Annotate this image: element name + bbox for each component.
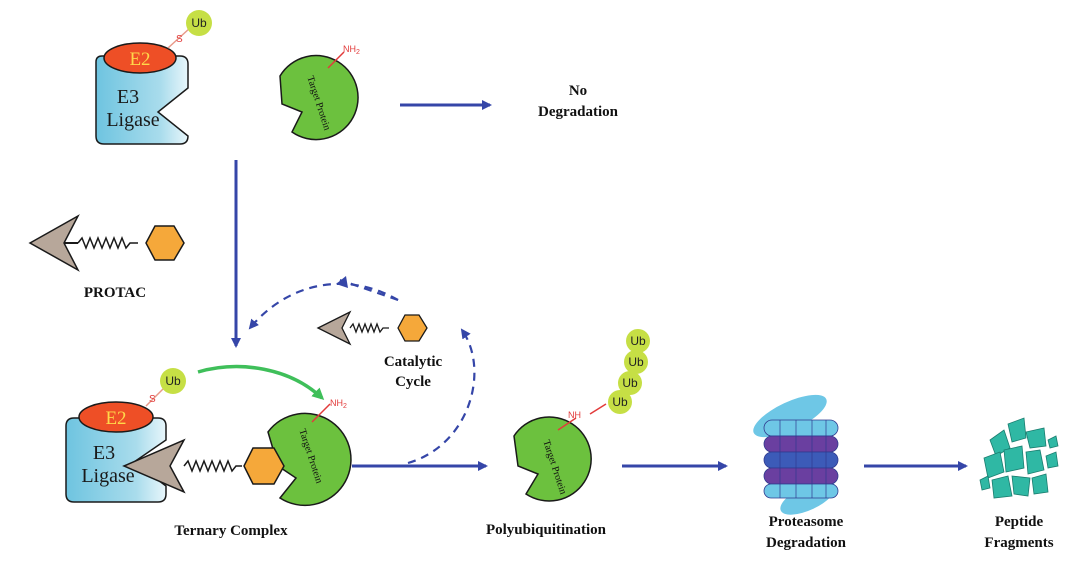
ternary-e3-label-line2: Ligase (81, 465, 134, 487)
e2-label: E2 (129, 49, 150, 70)
target-protein-shape (279, 54, 359, 141)
e3-label-line2: Ligase (106, 109, 159, 131)
poly-ub-1-label: Ub (612, 395, 628, 409)
ternary-e2-enzyme (78, 401, 154, 433)
catalytic-arrow-return (248, 282, 399, 330)
proteasome-ring-4 (763, 467, 839, 485)
top-target-protein: NH2 Target Protein (279, 44, 360, 141)
released-linker (349, 322, 389, 334)
catalytic-label-line2: Cycle (395, 374, 431, 390)
poly-ub-3-label: Ub (628, 355, 644, 369)
peptide-label-line2: Fragments (984, 535, 1053, 551)
nh2-linker (327, 51, 345, 69)
ternary-nh2-linker (311, 403, 331, 423)
top-e3-ligase-complex: E3 Ligase E2 S Ub (95, 10, 212, 145)
protac-molecule (28, 214, 185, 272)
ternary-s-label: S (149, 394, 156, 405)
fragment-6 (1025, 449, 1045, 475)
ternary-complex: E3 Ligase E2 S Ub NH2 Target Protein (65, 368, 352, 507)
proteasome-label-line1: Proteasome (769, 514, 844, 530)
ternary-ub-label: Ub (165, 374, 181, 388)
ternary-nh2-label: NH2 (330, 398, 347, 410)
released-protac (316, 310, 428, 346)
no-degradation-label-line2: Degradation (538, 104, 619, 120)
fragment-3 (1025, 427, 1047, 449)
fragment-4 (983, 451, 1005, 479)
ternary-e3-label-line1: E3 (93, 442, 115, 464)
ternary-thioester-bond (145, 387, 165, 407)
catalytic-arrowhead (336, 276, 348, 288)
polyubiquitination-label: Polyubiquitination (486, 522, 607, 538)
ternary-complex-label: Ternary Complex (174, 523, 288, 539)
catalytic-label-line1: Catalytic (384, 354, 443, 370)
poly-target-protein (513, 416, 592, 502)
poly-ub-4 (626, 329, 650, 353)
proteasome-subunit-lines (779, 420, 827, 498)
ternary-ligand (243, 447, 285, 485)
ub-label: Ub (191, 16, 207, 30)
poly-nh-linker (557, 417, 577, 431)
fragment-12 (1047, 435, 1059, 449)
e3-ligase-shape (95, 55, 189, 145)
e2-enzyme (103, 42, 177, 74)
s-label: S (176, 34, 183, 45)
no-degradation-label-line1: No (569, 83, 587, 99)
poly-ub-2-label: Ub (622, 376, 638, 390)
poly-ub-linker (589, 403, 607, 415)
proteasome-label-line2: Degradation (766, 535, 847, 551)
proteasome-ring-1 (763, 419, 839, 437)
polyubiquitinated-target: Target Protein NH Ub Ub Ub Ub (513, 329, 650, 502)
fragment-8 (1011, 475, 1031, 497)
ub-transfer-arrow (197, 364, 325, 401)
fragment-11 (979, 475, 991, 491)
ternary-ub-protein (160, 368, 186, 394)
released-warhead (316, 310, 352, 346)
ternary-linker (183, 458, 242, 474)
ub-protein (186, 10, 212, 36)
peptide-fragments (979, 417, 1059, 499)
catalytic-arrow-up (407, 328, 476, 465)
released-ligand (397, 314, 428, 342)
poly-ub-1 (608, 390, 632, 414)
fragment-2 (1007, 417, 1027, 443)
fragment-9 (1031, 473, 1049, 495)
poly-nh-label: NH (568, 410, 581, 420)
proteasome-ring-5 (763, 483, 839, 499)
ternary-e2-label: E2 (105, 408, 126, 429)
poly-ub-2 (618, 371, 642, 395)
ternary-target-protein (267, 412, 352, 507)
ternary-warhead (122, 438, 186, 494)
e3-label-line1: E3 (117, 86, 139, 108)
thioester-bond (167, 27, 191, 49)
fragment-5 (1003, 445, 1025, 473)
proteasome-ring-3 (763, 451, 839, 469)
protac-linker (77, 235, 138, 251)
e3-binding-ligand (145, 225, 185, 261)
proteasome-ring-2 (763, 435, 839, 453)
poly-ub-3 (624, 350, 648, 374)
catalytic-arrow-segment (339, 278, 399, 302)
nh2-label: NH2 (343, 44, 360, 56)
protac-label: PROTAC (84, 285, 146, 301)
fragment-10 (1045, 451, 1059, 469)
fragment-7 (991, 475, 1013, 499)
poly-ub-4-label: Ub (630, 334, 646, 348)
peptide-label-line1: Peptide (995, 514, 1044, 530)
proteasome (753, 394, 839, 515)
